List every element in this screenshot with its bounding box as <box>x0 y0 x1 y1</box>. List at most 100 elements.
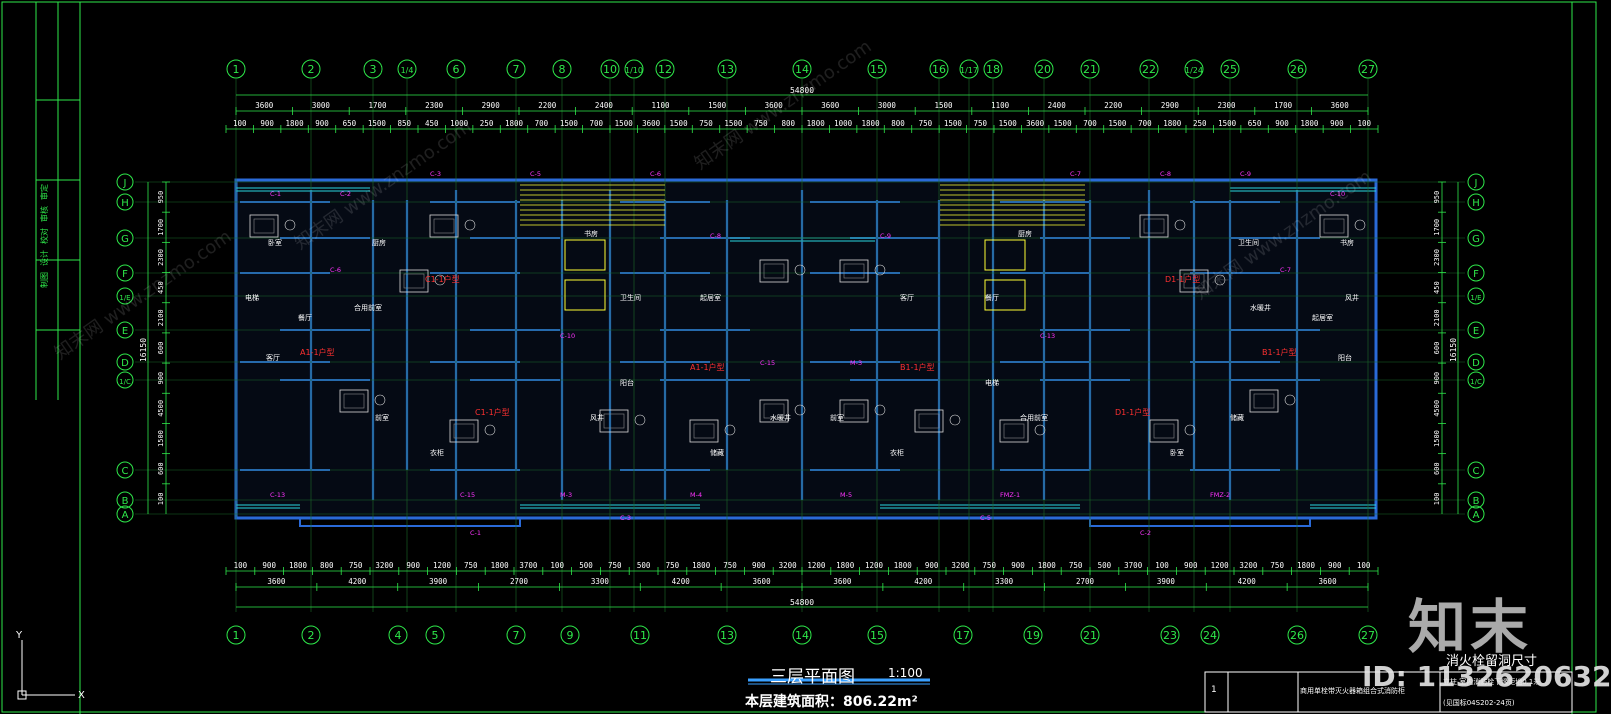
dim-top-inner-value: 900 <box>1275 119 1289 128</box>
dim-bottom-inner-value: 750 <box>982 561 996 570</box>
grid-bubble-label: 14 <box>795 629 809 642</box>
dim-top-inner-value: 100 <box>1358 119 1372 128</box>
grid-bubble-label: C <box>1473 466 1480 477</box>
room-label: 衣柜 <box>430 448 444 457</box>
grid-bubble-label: 10 <box>603 63 617 76</box>
grid-bubble-label: E <box>1473 326 1479 337</box>
dim-top-inner-value: 1500 <box>1108 119 1127 128</box>
dim-top-inner-value: 750 <box>974 119 988 128</box>
room-label: 衣柜 <box>890 448 904 457</box>
room-label: 水暖井 <box>1250 303 1271 312</box>
stamp-note-line-1: 立柱 室内消防栓下缘距地0.1米 <box>1443 678 1541 686</box>
room-label: 电梯 <box>245 293 259 302</box>
room-label: 卫生间 <box>620 293 641 302</box>
dim-total-top: 54800 <box>790 86 814 95</box>
dim-bottom-outer-value: 3600 <box>267 577 286 586</box>
dim-left-total: 16150 <box>139 338 148 362</box>
grid-bubble-label: 23 <box>1163 629 1177 642</box>
unit-label: B1-1户型 <box>1262 347 1297 357</box>
grid-bubble-label: 1/4 <box>401 66 414 75</box>
furniture-block <box>1319 214 1349 238</box>
dim-right-value: 1700 <box>1433 219 1441 236</box>
dim-bottom-inner-value: 100 <box>234 561 248 570</box>
grid-bubble-label: 21 <box>1083 63 1097 76</box>
dim-right-value: 900 <box>1433 372 1441 385</box>
dim-bottom-inner-value: 900 <box>752 561 766 570</box>
fixture <box>634 414 646 426</box>
dim-bottom-inner-value: 3700 <box>1124 561 1143 570</box>
ucs-icon: Y X <box>15 630 85 701</box>
dim-bottom-inner-value: 3700 <box>519 561 538 570</box>
grid-bubble-top <box>1358 59 1378 79</box>
dim-top-inner-value: 1500 <box>1218 119 1237 128</box>
furniture-block <box>1149 419 1179 443</box>
furniture-block <box>843 263 865 279</box>
furniture-block <box>693 423 715 439</box>
dim-bottom-outer-value: 3300 <box>995 577 1014 586</box>
dim-top-inner-value: 1500 <box>999 119 1018 128</box>
dim-top-inner-value: 1500 <box>670 119 689 128</box>
grid-bubble-label: 6 <box>453 63 460 76</box>
grid-bubble-label: E <box>122 326 128 337</box>
fixture <box>949 414 961 426</box>
grid-bubble-row <box>1467 371 1485 389</box>
grid-bubble-row <box>1467 193 1485 211</box>
furniture-block <box>689 419 719 443</box>
opening-tag: C-7 <box>1280 266 1291 274</box>
grid-bubble-row <box>116 491 134 509</box>
grid-bubble-row <box>116 229 134 247</box>
grid-bubble-top <box>552 59 572 79</box>
grid-bubble-label: 14 <box>795 63 809 76</box>
fixture <box>794 264 806 276</box>
drawing-title: 三层平面图 <box>770 667 855 687</box>
grid-bubble-bottom <box>867 625 887 645</box>
grid-bubble-top <box>867 59 887 79</box>
dim-top-inner-value: 1800 <box>1163 119 1182 128</box>
grid-bubble-label: A <box>122 510 129 521</box>
dim-top-inner-value: 900 <box>315 119 329 128</box>
dim-top-inner-value: 3600 <box>1026 119 1045 128</box>
svg-text:X: X <box>78 690 85 701</box>
furniture-block <box>759 399 789 423</box>
furniture-block <box>449 419 479 443</box>
dim-left-value: 2100 <box>157 309 165 326</box>
grid-bubble-top <box>624 59 644 79</box>
grid-bubble-row <box>116 193 134 211</box>
dim-bottom-outer-value: 4200 <box>1238 577 1257 586</box>
furniture-block <box>433 218 455 234</box>
grid-bubble-label: 4 <box>395 629 402 642</box>
room-label: 储藏 <box>1230 413 1244 422</box>
dim-bottom-inner-value: 1800 <box>289 561 308 570</box>
grid-bubble-label: 24 <box>1203 629 1217 642</box>
dim-top-outer-value: 1500 <box>708 101 727 110</box>
dim-right-value: 4500 <box>1433 400 1441 417</box>
grid-bubble-bottom <box>301 625 321 645</box>
grid-bubble-label: A <box>1473 510 1480 521</box>
dim-top-outer-value: 2400 <box>595 101 614 110</box>
dim-bottom-outer-value: 2700 <box>1076 577 1095 586</box>
opening-tag: C-6 <box>650 170 661 178</box>
grid-bubble-label: J <box>1474 178 1478 189</box>
grid-bubble-row <box>1467 321 1485 339</box>
fixture <box>1184 424 1196 436</box>
room-label: 电梯 <box>985 378 999 387</box>
grid-bubble-top <box>792 59 812 79</box>
grid-bubble-label: 1/17 <box>960 66 978 75</box>
grid-bubble-row <box>1467 229 1485 247</box>
elevator-shaft <box>564 239 606 271</box>
room-label: 阳台 <box>1338 353 1352 362</box>
dim-top-inner-value: 650 <box>343 119 357 128</box>
opening-tag: FMZ-1 <box>1000 491 1020 499</box>
opening-tag: C-15 <box>460 491 475 499</box>
room-label: 厨房 <box>372 238 386 247</box>
dim-top-inner-value: 900 <box>260 119 274 128</box>
grid-bubble-label: 7 <box>513 63 520 76</box>
sheet-label: 校对 <box>39 228 49 244</box>
grid-bubble-top <box>983 59 1003 79</box>
dim-bottom-outer-value: 3300 <box>591 577 610 586</box>
grid-bubble-top <box>929 59 949 79</box>
grid-bubble-label: 25 <box>1223 63 1237 76</box>
furniture-block <box>399 269 429 293</box>
